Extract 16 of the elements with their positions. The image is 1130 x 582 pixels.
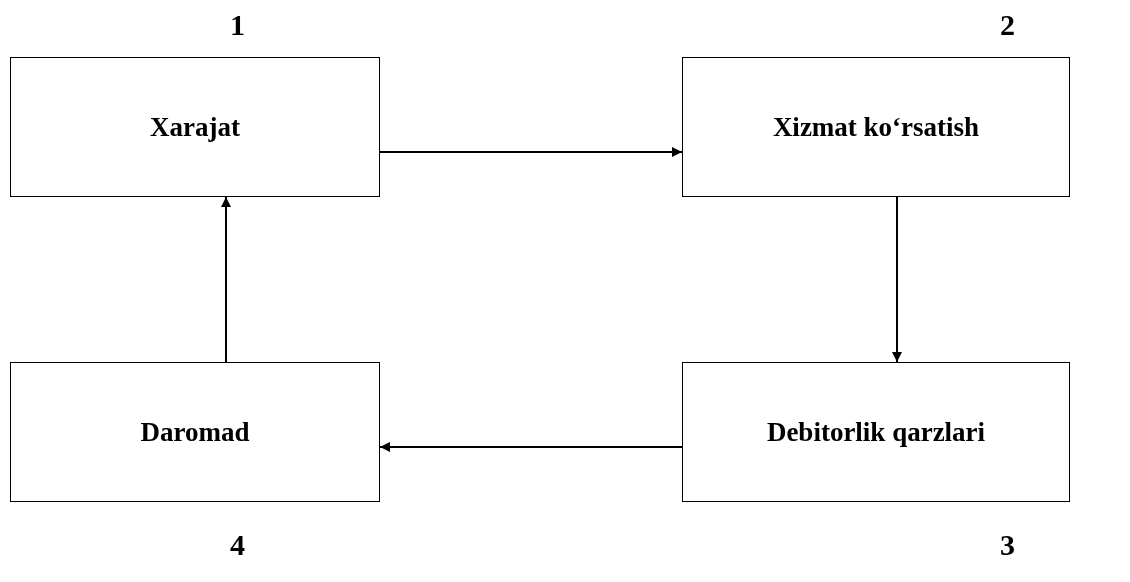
arrow [221,196,231,363]
box-label: Xizmat ko‘rsatish [772,111,980,143]
process-box [10,57,380,197]
process-box [682,362,1070,502]
step-number: 2 [1000,8,1015,42]
box-label: Daromad [140,416,250,448]
box-label: Debitorlik qarzlari [766,416,986,448]
process-box [682,57,1070,197]
process-box [10,362,380,502]
step-number: 3 [1000,528,1015,562]
arrow [379,442,683,452]
step-number: 4 [230,528,245,562]
step-number: 1 [230,8,245,42]
arrow [379,147,683,157]
box-label: Xarajat [150,111,240,143]
arrow [892,196,902,363]
